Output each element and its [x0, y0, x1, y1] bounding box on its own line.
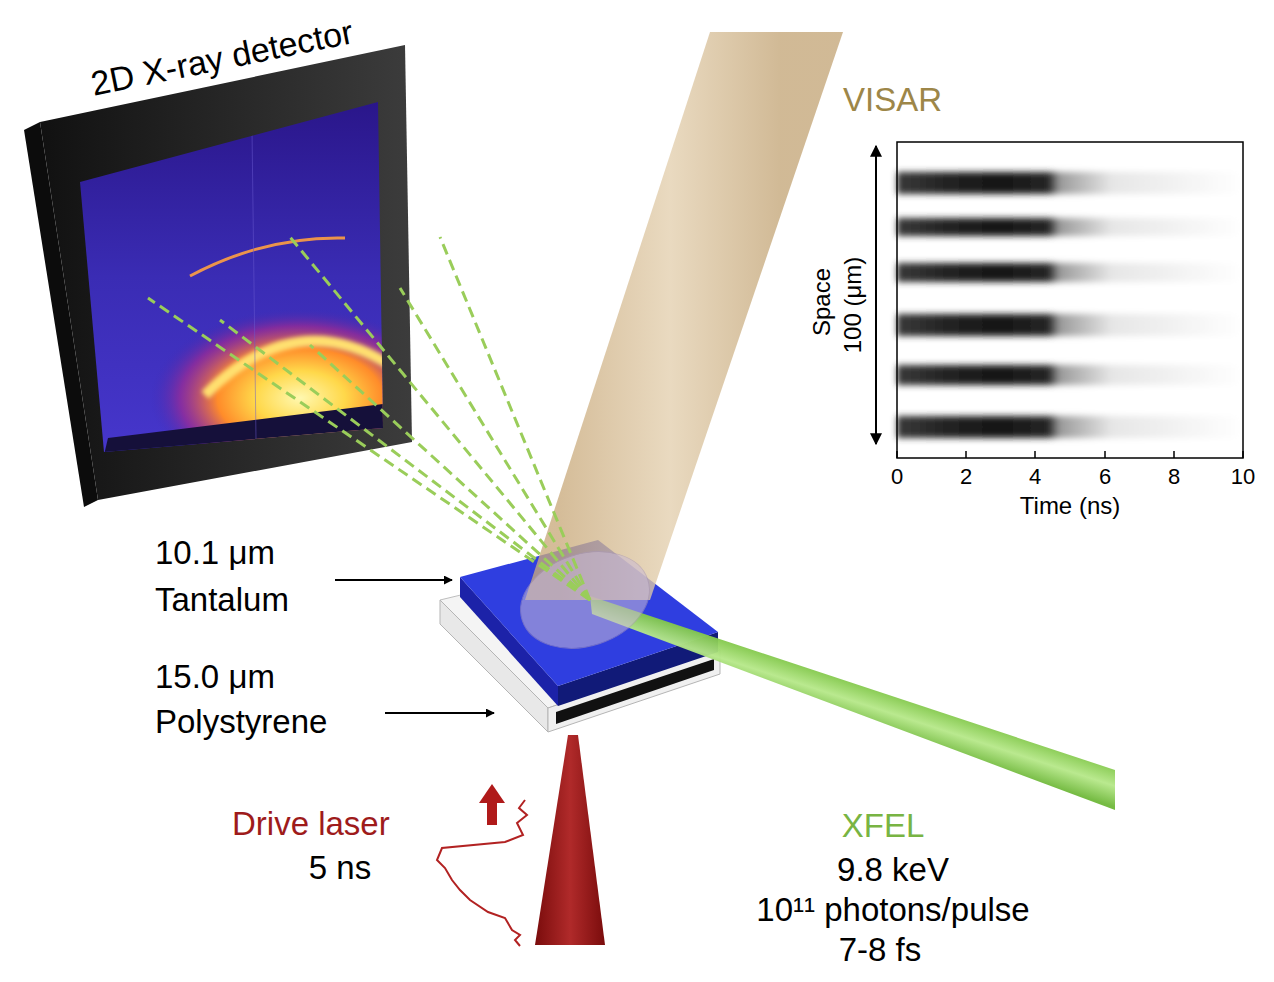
direction-arrow	[487, 801, 497, 825]
diffracted-ray	[400, 288, 590, 600]
beam-parameter: 10¹¹ photons/pulse	[756, 891, 1029, 929]
layer-thickness: 10.1 μm	[155, 534, 275, 572]
diffracted-ray	[310, 345, 590, 600]
beam-label: XFEL	[842, 807, 925, 845]
direction-arrow	[479, 784, 505, 803]
tick-label: 4	[1029, 464, 1041, 489]
tick	[1104, 451, 1106, 458]
beam-parameter: 9.8 keV	[837, 851, 949, 889]
leader-arrow	[335, 579, 452, 581]
layer-material: Tantalum	[155, 581, 289, 619]
diffracted-ray	[220, 320, 590, 600]
plot-frame	[897, 142, 1243, 458]
fringe	[897, 218, 1243, 236]
drive-laser-beam	[535, 735, 605, 945]
beam-label: Drive laser	[232, 805, 390, 843]
tick	[1034, 451, 1036, 458]
diffracted-ray	[148, 298, 590, 600]
tick	[1173, 451, 1175, 458]
detector-gap	[252, 130, 256, 440]
tick	[896, 451, 898, 458]
diffracted-ray	[290, 237, 590, 600]
pulse-duration: 5 ns	[309, 849, 371, 887]
tick-label: 6	[1099, 464, 1111, 489]
layer-thickness: 15.0 μm	[155, 658, 275, 696]
panel-title: 2D X-ray detector	[88, 12, 357, 103]
xfel-beam	[590, 596, 1115, 810]
tick-label: 8	[1168, 464, 1180, 489]
space-arrow	[875, 146, 877, 444]
fringe	[897, 416, 1243, 438]
diffraction-ring	[190, 238, 345, 276]
visar-streak-image	[876, 142, 1243, 458]
visar-beam	[525, 32, 843, 600]
tick-label: 0	[891, 464, 903, 489]
pulse-shape	[437, 800, 527, 946]
diffraction-ring	[205, 341, 400, 395]
fringe	[897, 314, 1243, 336]
axis-title: Space	[808, 268, 836, 336]
fringe	[897, 263, 1243, 282]
beam-label: VISAR	[843, 81, 942, 119]
tick-label: 10	[1231, 464, 1255, 489]
fringe	[897, 365, 1243, 385]
fringe	[897, 172, 1243, 194]
diffracted-ray	[440, 237, 590, 600]
beam-parameter: 7-8 fs	[839, 931, 922, 969]
tick	[965, 451, 967, 458]
axis-title: 100 (μm)	[839, 257, 867, 354]
tick-label: 2	[960, 464, 972, 489]
leader-arrow	[385, 712, 494, 714]
layer-material: Polystyrene	[155, 703, 327, 741]
tick	[1242, 451, 1244, 458]
detector-illustration	[24, 45, 450, 507]
diffracted-rays	[148, 237, 590, 600]
detector-frame	[40, 45, 412, 500]
plot-area	[897, 142, 1243, 458]
detector-panel: 2D X-ray detector	[30, 8, 430, 508]
axis-title: Time (ns)	[1020, 492, 1120, 520]
